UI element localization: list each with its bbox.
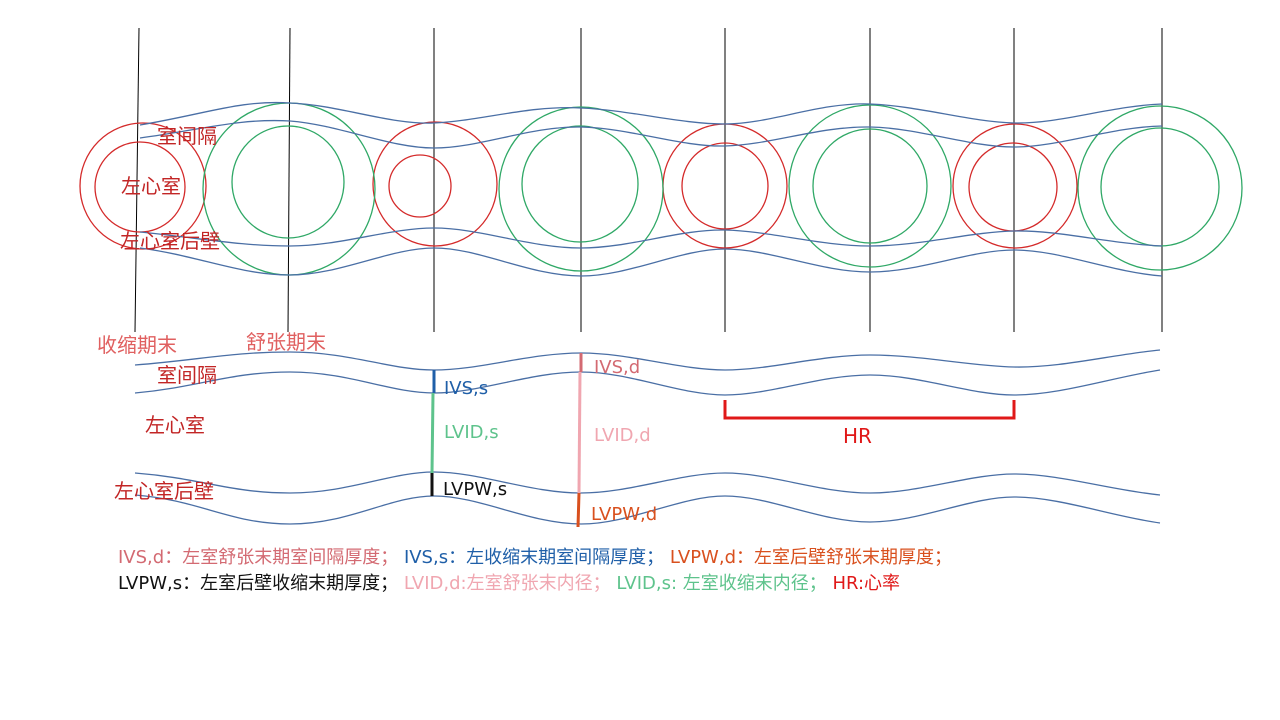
hr-bracket — [725, 400, 1014, 418]
top-wall-traces — [140, 103, 1162, 276]
label-end-systole: 收缩期末 — [97, 335, 177, 355]
lvpw-s-label: LVPW,s — [443, 481, 507, 499]
lvid-s-measure-bar — [432, 393, 433, 473]
legend-lvid-s: LVID,s: 左室收缩末内径； — [616, 573, 826, 594]
legend-lvid-d: LVID,d:左室舒张末内径； — [404, 573, 611, 594]
lvpw-d-measure-bar — [578, 493, 579, 527]
mmode-label-lv-posterior-wall: 左心室后壁 — [114, 481, 214, 501]
ivs-s-label: IVS,s — [444, 380, 488, 398]
diastole-inner-circle — [232, 126, 344, 238]
legend-ivs-s: IVS,s：左收缩末期室间隔厚度； — [404, 547, 664, 568]
lvid-d-measure-bar — [579, 372, 580, 493]
diastole-inner-circle — [522, 126, 638, 242]
guide-lines — [135, 28, 1162, 332]
top-label-septum: 室间隔 — [157, 126, 217, 146]
legend-line-2: LVPW,s：左室后壁收缩末期厚度； LVID,d:左室舒张末内径； LVID,… — [118, 575, 900, 593]
legend-ivs-d: IVS,d：左室舒张末期室间隔厚度； — [118, 547, 398, 568]
lvid-d-label: LVID,d — [594, 427, 651, 445]
legend-line-1: IVS,d：左室舒张末期室间隔厚度； IVS,s：左收缩末期室间隔厚度； LVP… — [118, 549, 952, 567]
systole-inner-circle — [969, 143, 1057, 231]
hr-label: HR — [843, 426, 872, 446]
guide-line-end-diastole-1 — [288, 28, 290, 332]
lvid-s-label: LVID,s — [444, 424, 499, 442]
label-end-diastole: 舒张期末 — [246, 332, 326, 352]
mmode-label-left-ventricle: 左心室 — [145, 415, 205, 435]
systole-inner-circle — [389, 155, 451, 217]
legend-hr: HR:心率 — [833, 573, 901, 594]
lvpw-d-label: LVPW,d — [591, 506, 657, 524]
mmode-septum-bottom-trace — [135, 370, 1160, 395]
ivs-d-label: IVS,d — [594, 359, 640, 377]
lvpw-outer-trace — [140, 248, 1162, 276]
diastole-inner-circle — [1101, 128, 1219, 246]
mmode-label-septum: 室间隔 — [157, 365, 217, 385]
legend-lvpw-s: LVPW,s：左室后壁收缩末期厚度； — [118, 573, 398, 594]
mmode-lvpw-top-trace — [135, 472, 1160, 495]
top-label-left-ventricle: 左心室 — [121, 176, 181, 196]
legend-lvpw-d: LVPW,d：左室后壁舒张末期厚度； — [670, 547, 952, 568]
top-label-lv-posterior-wall: 左心室后壁 — [120, 231, 220, 251]
